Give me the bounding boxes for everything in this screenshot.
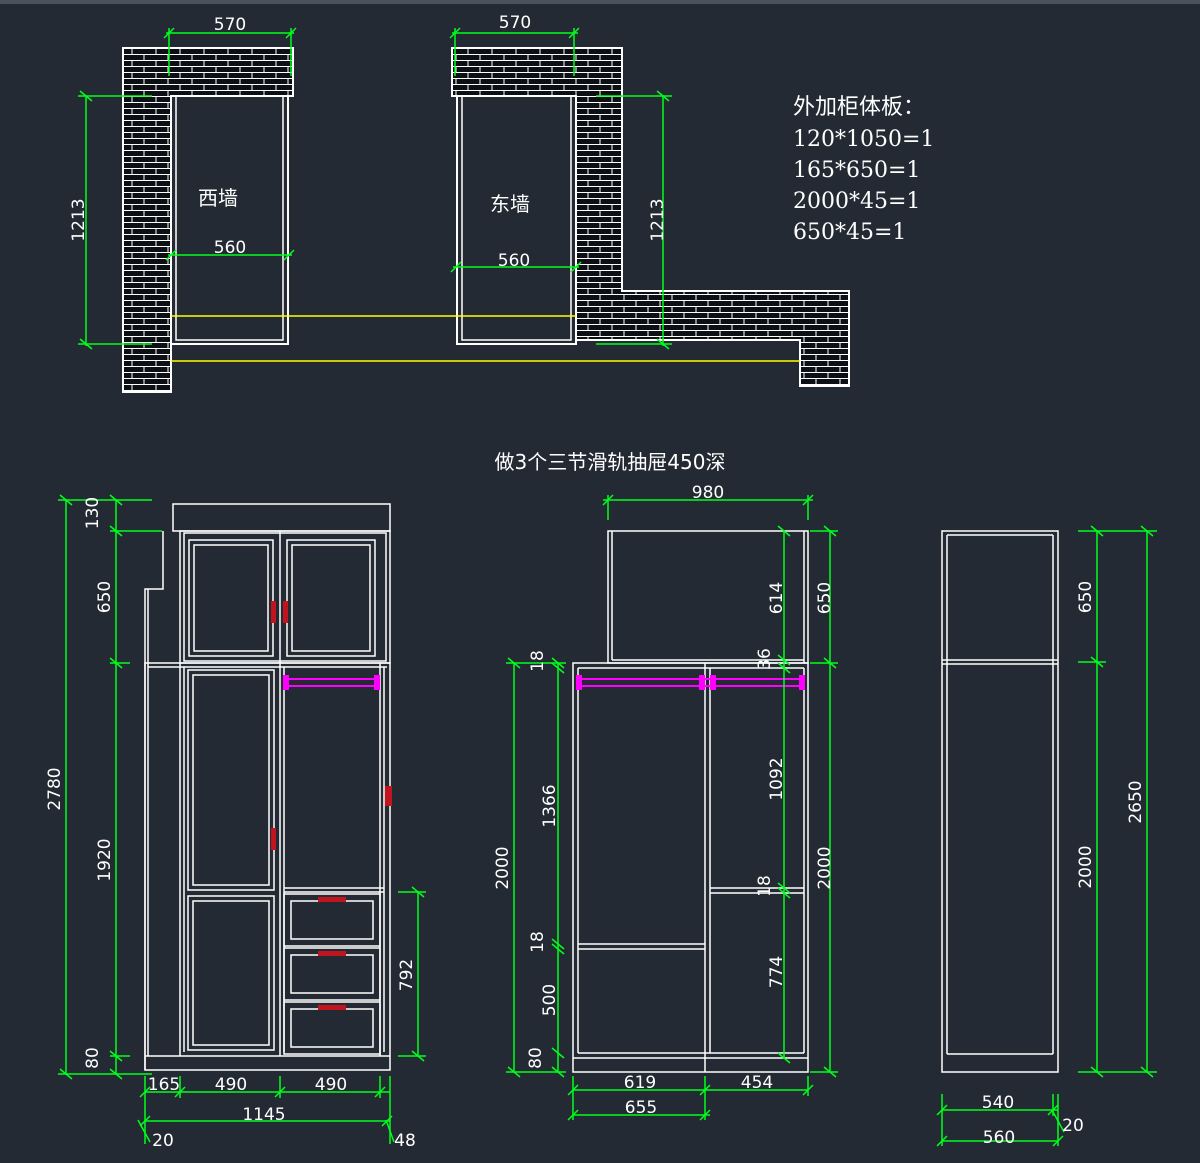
- middle-height-80: 80: [526, 1047, 546, 1069]
- side-width-560: 560: [983, 1128, 1015, 1148]
- note-line: 120*1050=1: [793, 127, 934, 152]
- middle-height-500: 500: [540, 984, 560, 1016]
- note-line: 2000*45=1: [793, 189, 920, 214]
- front-width-490-right: 490: [315, 1075, 347, 1095]
- front-handles: [271, 601, 392, 1010]
- side-width-20: 20: [1062, 1116, 1084, 1136]
- middle-view: 980 614 36 650 18 1366 2000 18 500 80 10…: [493, 483, 838, 1121]
- east-top-width-label: 570: [499, 13, 531, 33]
- side-view-outline: [941, 530, 1059, 1073]
- middle-height-2000-right: 2000: [815, 846, 835, 889]
- middle-height-650: 650: [815, 582, 835, 614]
- side-width-540: 540: [982, 1093, 1014, 1113]
- front-height-80: 80: [83, 1047, 103, 1069]
- middle-height-18-top: 18: [528, 650, 548, 672]
- middle-height-774: 774: [767, 956, 787, 988]
- front-width-1145: 1145: [242, 1105, 285, 1125]
- front-height-650: 650: [95, 581, 115, 613]
- front-height-792: 792: [397, 959, 417, 991]
- side-height-2000: 2000: [1076, 845, 1096, 888]
- front-view-outline: [144, 503, 391, 1071]
- east-cabinet-outline: [456, 95, 577, 345]
- middle-clothes-rail: [576, 675, 805, 690]
- west-inner-width-label: 560: [214, 238, 246, 258]
- middle-height-2000-left: 2000: [493, 846, 513, 889]
- plan-dimension-lines: [78, 27, 672, 350]
- middle-height-18-mid: 18: [528, 931, 548, 953]
- note-line: 165*650=1: [793, 158, 920, 183]
- east-height-label: 1213: [648, 198, 668, 241]
- middle-width-619: 619: [624, 1073, 656, 1093]
- middle-height-36: 36: [755, 648, 775, 670]
- middle-height-614: 614: [767, 582, 787, 614]
- plan-view: 570 560 1213 西墙 570 560 1213 东墙: [69, 13, 850, 393]
- front-height-1920: 1920: [95, 838, 115, 881]
- middle-width-454: 454: [741, 1073, 773, 1093]
- front-clothes-rail: [283, 675, 380, 690]
- front-width-48: 48: [394, 1131, 416, 1151]
- west-cabinet-outline: [170, 95, 289, 345]
- extra-panels-note: 外加柜体板： 120*1050=1 165*650=1 2000*45=1 65…: [793, 95, 934, 245]
- west-height-label: 1213: [69, 198, 89, 241]
- front-height-2780: 2780: [45, 767, 65, 810]
- middle-view-outline: [572, 530, 809, 1073]
- note-title: 外加柜体板：: [793, 95, 925, 120]
- front-width-165: 165: [148, 1075, 180, 1095]
- middle-width-655: 655: [625, 1098, 657, 1118]
- side-view: 650 2000 2650 540 560 20: [936, 525, 1157, 1148]
- middle-height-18-right: 18: [755, 875, 775, 897]
- east-inner-width-label: 560: [498, 251, 530, 271]
- west-wall-label: 西墙: [198, 186, 238, 210]
- front-width-490-left: 490: [215, 1075, 247, 1095]
- middle-height-1092: 1092: [767, 757, 787, 800]
- front-height-130: 130: [83, 497, 103, 529]
- middle-height-1366: 1366: [540, 784, 560, 827]
- middle-dimension-lines: [506, 494, 838, 1121]
- window-top-border: [0, 0, 1200, 4]
- front-width-20: 20: [152, 1131, 174, 1151]
- middle-top-width-980: 980: [692, 483, 724, 503]
- front-dimension-lines: [58, 494, 426, 1144]
- side-dimension-lines: [936, 525, 1157, 1147]
- east-wall-label: 东墙: [490, 192, 530, 216]
- side-height-2650: 2650: [1126, 780, 1146, 823]
- side-height-650: 650: [1076, 581, 1096, 613]
- front-view: 130 650 1920 80 2780 792 165 490 490 114…: [45, 494, 426, 1151]
- note-line: 650*45=1: [793, 220, 906, 245]
- drawer-note: 做3个三节滑轨抽屉450深: [495, 450, 726, 474]
- west-top-width-label: 570: [214, 15, 246, 35]
